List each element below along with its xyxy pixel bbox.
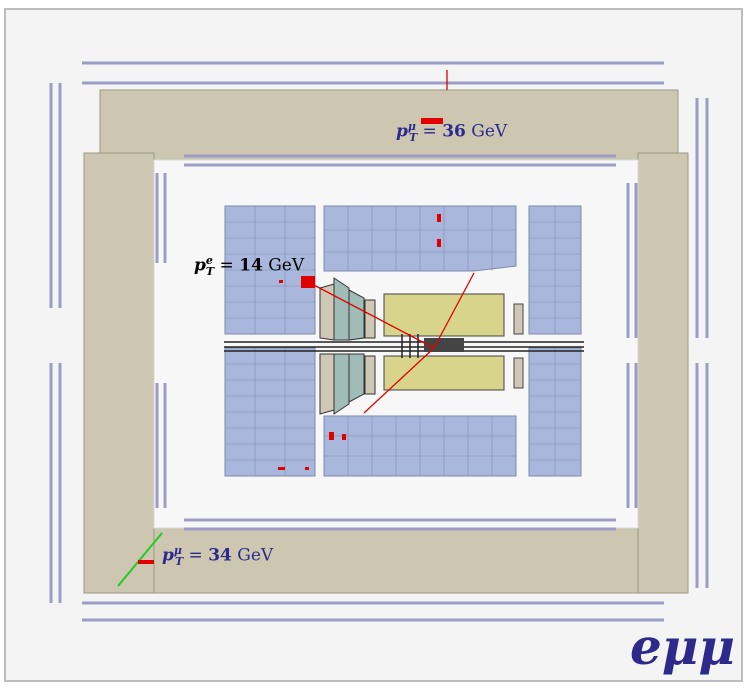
vertex-detector	[424, 338, 464, 352]
label-muon-bottom: pμT = 34 GeV	[162, 544, 274, 569]
muon-track-green	[117, 532, 163, 587]
tracks	[309, 70, 475, 414]
energy-deposits	[138, 118, 443, 564]
iron-yoke	[83, 89, 689, 594]
channel-label: eμμ	[629, 617, 735, 676]
muon-chambers-inner	[155, 154, 638, 531]
label-muon-top: pμT = 36 GeV	[396, 120, 508, 145]
beam-pipe	[224, 341, 584, 352]
forward-detector	[319, 277, 376, 415]
muon-chambers-outer	[49, 61, 709, 622]
detector-drawing	[4, 8, 743, 682]
event-display: pμT = 36 GeV peT = 14 GeV pμT = 34 GeV e…	[4, 8, 743, 682]
label-electron: peT = 14 GeV	[194, 254, 305, 279]
